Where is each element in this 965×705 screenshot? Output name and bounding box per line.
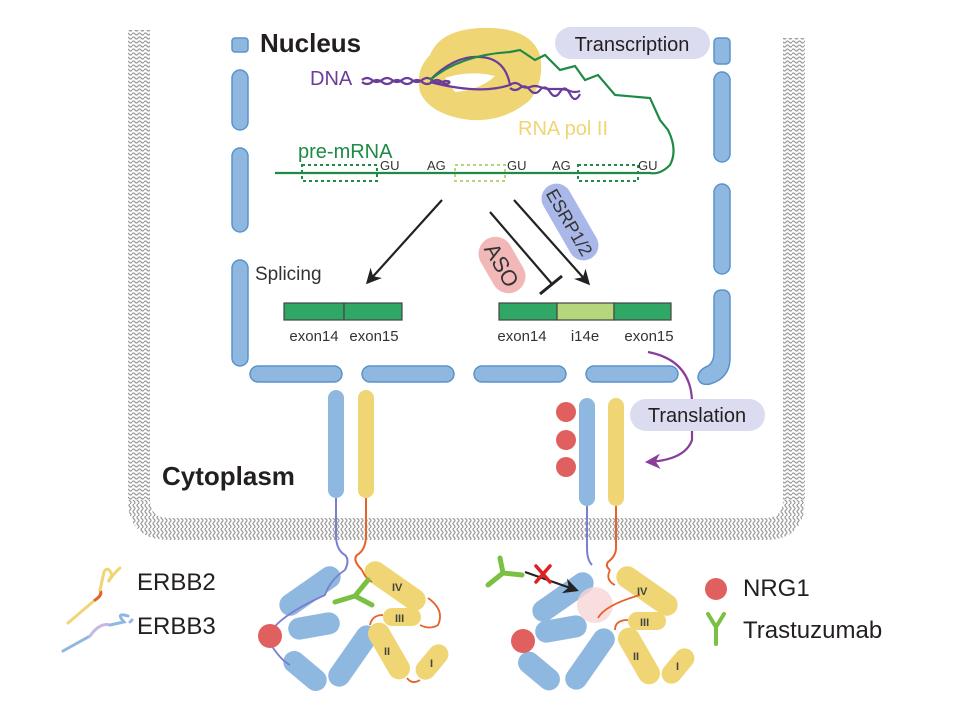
exon14-block [283,302,345,321]
trastuzumab-unbound-icon [485,555,525,588]
intron-markers [301,164,639,182]
exon15-block [613,302,672,321]
splice-site-ag-2: AG [552,158,571,173]
erbb2-domain-i [415,644,449,680]
aso-badge: ASO [478,236,526,294]
exon15-label: exon15 [349,328,398,345]
domain-i-label: I [430,658,433,670]
exon15-block [343,302,403,321]
legend-trastuzumab-label: Trastuzumab [743,617,882,644]
i14e-label: i14e [571,328,599,345]
legend-erbb2-label: ERBB2 [137,569,216,596]
exon14-label: exon14 [289,328,338,345]
nrg1-ligand [511,629,535,653]
i14e-block [556,302,615,321]
domain-i-label: I [676,661,679,673]
receptor-dimer-alternative: IV III II I [485,398,695,691]
legend-nrg1-label: NRG1 [743,575,810,602]
legend-nrg1-icon [705,578,727,600]
erbb2-domain-ii [368,622,410,680]
exon14-label: exon14 [497,328,546,345]
splicing-arrow-alternative [513,199,591,286]
domain-iii-label: III [640,617,649,629]
i14e-peptides [556,402,576,477]
erbb3-transmembrane [328,390,344,498]
splicing-label: Splicing [255,264,322,285]
dimerization-site-highlight [577,587,613,623]
splice-site-labels: GU AG GU AG GU [380,158,658,173]
domain-iii-label: III [395,613,404,625]
erbb2-domain-iv [364,561,426,611]
canonical-isoform: exon14 exon15 [283,302,403,345]
domain-ii-label: II [633,651,639,663]
domain-iv-label: IV [392,582,403,594]
cytoplasm-label: Cytoplasm [162,461,295,491]
inhibition-bar-icon [539,274,563,296]
splice-site-gu-1: GU [380,158,400,173]
exon14-block [498,302,558,321]
trastuzumab-bound-icon [332,577,375,608]
domain-ii-label: II [384,646,390,658]
blocked-x-icon [534,564,552,584]
legend-erbb2-icon [66,566,122,625]
transcription-badge-label: Transcription [575,34,690,56]
legend: ERBB2 ERBB3 NRG1 Trastuzumab [61,566,882,653]
splice-site-ag-1: AG [427,158,446,173]
erbb2-transmembrane [358,390,374,498]
aso-inhibition-line [489,211,553,285]
rna-pol-label: RNA pol II [518,118,608,140]
dna-strand [361,55,581,101]
erbb3-transmembrane [579,398,595,506]
legend-erbb3-label: ERBB3 [137,613,216,640]
legend-erbb3-icon [61,613,134,653]
splice-site-gu-3: GU [638,158,658,173]
transcription-badge: Transcription [555,27,710,59]
alternative-isoform: exon14 i14e exon15 [497,302,674,345]
legend-trastuzumab-icon [706,612,726,646]
erbb2-domain-iii [383,608,421,626]
translation-badge-label: Translation [648,405,746,427]
esrp-badge: ESRP1/2 [541,183,599,261]
pre-mrna-strand [275,48,675,175]
nucleus-label: Nucleus [260,28,361,58]
dna-label: DNA [310,68,353,90]
nuclear-envelope [231,37,731,386]
splice-site-gu-2: GU [507,158,527,173]
nrg1-ligand [258,624,282,648]
receptor-dimer-canonical: IV III II I [258,390,449,691]
translation-badge: Translation [630,399,765,431]
erbb2-transmembrane [608,398,624,506]
exon15-label: exon15 [624,328,673,345]
splicing-arrow-canonical [365,199,443,285]
pre-mrna-label: pre-mRNA [298,141,393,163]
domain-iv-label: IV [637,586,648,598]
